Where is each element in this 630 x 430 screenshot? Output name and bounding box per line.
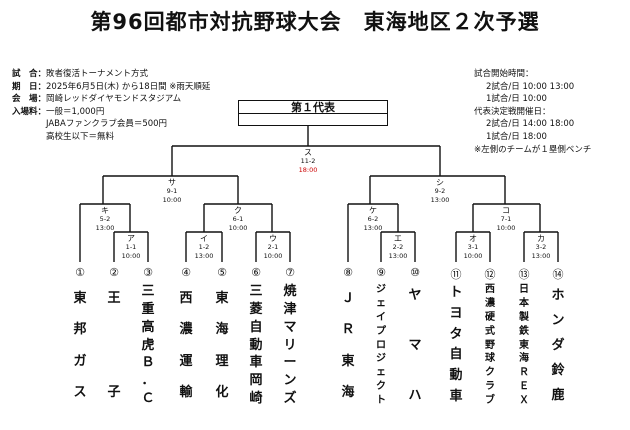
info-row-admission-student: 高校生以下＝無料 <box>46 131 115 142</box>
team-name: 西濃運輸 <box>179 291 193 400</box>
team-name: トヨタ自動車 <box>449 285 463 405</box>
bench-note: ※左側のチームが１塁側ベンチ <box>474 144 592 155</box>
info-row-venue: 会 場：岡崎レッドダイヤモンドスタジアム <box>12 94 182 105</box>
team-number: ⑦ <box>285 266 295 279</box>
team-name: 西濃硬式野球クラブ <box>485 284 495 406</box>
team-number: ⑪ <box>450 268 462 281</box>
start-time-heading: 試合開始時間： <box>474 69 534 79</box>
final-date-heading: 代表決定戦開催日： <box>474 106 551 117</box>
team-name: 焼津マリーンズ <box>283 284 297 407</box>
team-number: ⑨ <box>376 266 386 279</box>
team-name: ホンダ鈴鹿 <box>551 288 565 403</box>
representative-box-divider <box>238 113 388 114</box>
team-number: ⑥ <box>251 266 261 279</box>
team-name: ヤマハ <box>408 288 422 403</box>
team-number: ② <box>109 266 119 279</box>
info-row-format: 試 合：敗者復活トーナメント方式 <box>12 69 149 79</box>
team-number: ⑭ <box>552 268 564 281</box>
page-title: 第96回都市対抗野球大会 東海地区２次予選 <box>90 10 540 34</box>
team-name: 東海理化 <box>215 291 229 400</box>
team-name: 東邦ガス <box>73 291 87 400</box>
start-time-one-game: 1試合/日 10:00 <box>486 94 547 105</box>
team-number: ① <box>75 266 85 279</box>
final-time-one-game: 1試合/日 18:00 <box>486 131 547 142</box>
final-time-two-games: 2試合/日 14:00 18:00 <box>486 119 575 130</box>
info-row-admission-fanclub: JABAファンクラブ会員＝500円 <box>46 119 168 130</box>
schedule-info: 試合開始時間： 2試合/日 10:00 13:00 1試合/日 10:00 代表… <box>474 68 591 156</box>
first-representative-label: 第１代表 <box>291 101 335 114</box>
tournament-info: 試 合：敗者復活トーナメント方式 期 日：2025年6月5日(木) から18日間… <box>12 68 210 144</box>
team-number: ⑧ <box>343 266 353 279</box>
team-number: ③ <box>143 266 153 279</box>
team-number: ⑫ <box>484 268 496 281</box>
team-number: ⑤ <box>217 266 227 279</box>
team-number: ④ <box>181 266 191 279</box>
team-name: 三菱自動車岡崎 <box>249 284 263 407</box>
start-time-two-games: 2試合/日 10:00 13:00 <box>486 81 575 92</box>
team-number: ⑬ <box>518 268 530 281</box>
info-row-admission: 入場料：一般＝1,000円 <box>12 106 105 117</box>
info-row-dates: 期 日：2025年6月5日(木) から18日間 ※雨天順延 <box>12 81 211 92</box>
team-number: ⑩ <box>410 266 420 279</box>
team-name: ジェイプロジェクト <box>376 284 386 406</box>
team-name: 王子 <box>107 291 121 400</box>
